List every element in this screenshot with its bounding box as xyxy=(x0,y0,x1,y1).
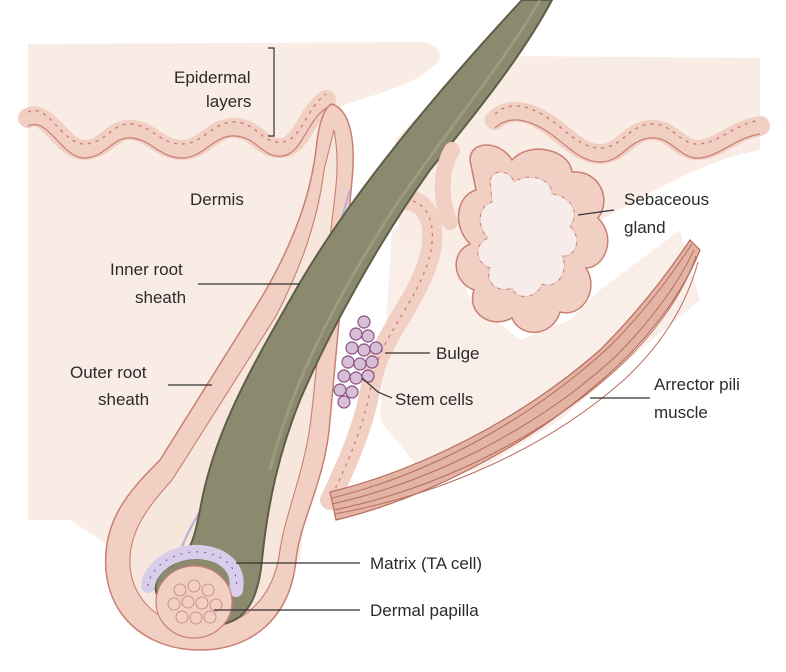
epidermal-bracket xyxy=(268,47,275,137)
arrector-pili-muscle xyxy=(329,239,701,521)
label-arrector-2: muscle xyxy=(654,403,708,422)
epidermis-right xyxy=(485,101,770,165)
epidermis-right-edge2 xyxy=(494,119,761,163)
sebaceous-gland xyxy=(434,142,609,334)
label-inner-root-2: sheath xyxy=(135,288,186,307)
dermal-papilla-cells xyxy=(167,579,223,625)
matrix-cells xyxy=(141,544,244,597)
label-outer-root-1: Outer root xyxy=(70,363,147,382)
outer-root-sheath-right-edge xyxy=(329,199,434,501)
label-dermal-papilla: Dermal papilla xyxy=(370,601,479,620)
label-dermis: Dermis xyxy=(190,190,244,209)
label-epidermal-2: layers xyxy=(206,92,251,111)
skin-left xyxy=(28,42,440,560)
epidermis-left xyxy=(18,90,336,161)
label-epidermal-1: Epidermal xyxy=(174,68,251,87)
hair-shaft-highlight xyxy=(268,0,542,471)
label-bulge: Bulge xyxy=(436,344,479,363)
label-inner-root-1: Inner root xyxy=(110,260,183,279)
label-sebaceous-2: gland xyxy=(624,218,666,237)
leader-sebaceous xyxy=(577,209,615,216)
label-outer-root-2: sheath xyxy=(98,390,149,409)
label-sebaceous-1: Sebaceous xyxy=(624,190,709,209)
label-stem-cells: Stem cells xyxy=(395,390,473,409)
epidermis-right-edge xyxy=(494,105,761,149)
leader-stem-cells xyxy=(361,377,393,399)
epidermis-left-edge2 xyxy=(27,107,327,159)
stem-cells xyxy=(333,315,383,409)
label-matrix: Matrix (TA cell) xyxy=(370,554,482,573)
label-arrector-1: Arrector pili xyxy=(654,375,740,394)
epidermis-left-edge xyxy=(27,93,327,145)
